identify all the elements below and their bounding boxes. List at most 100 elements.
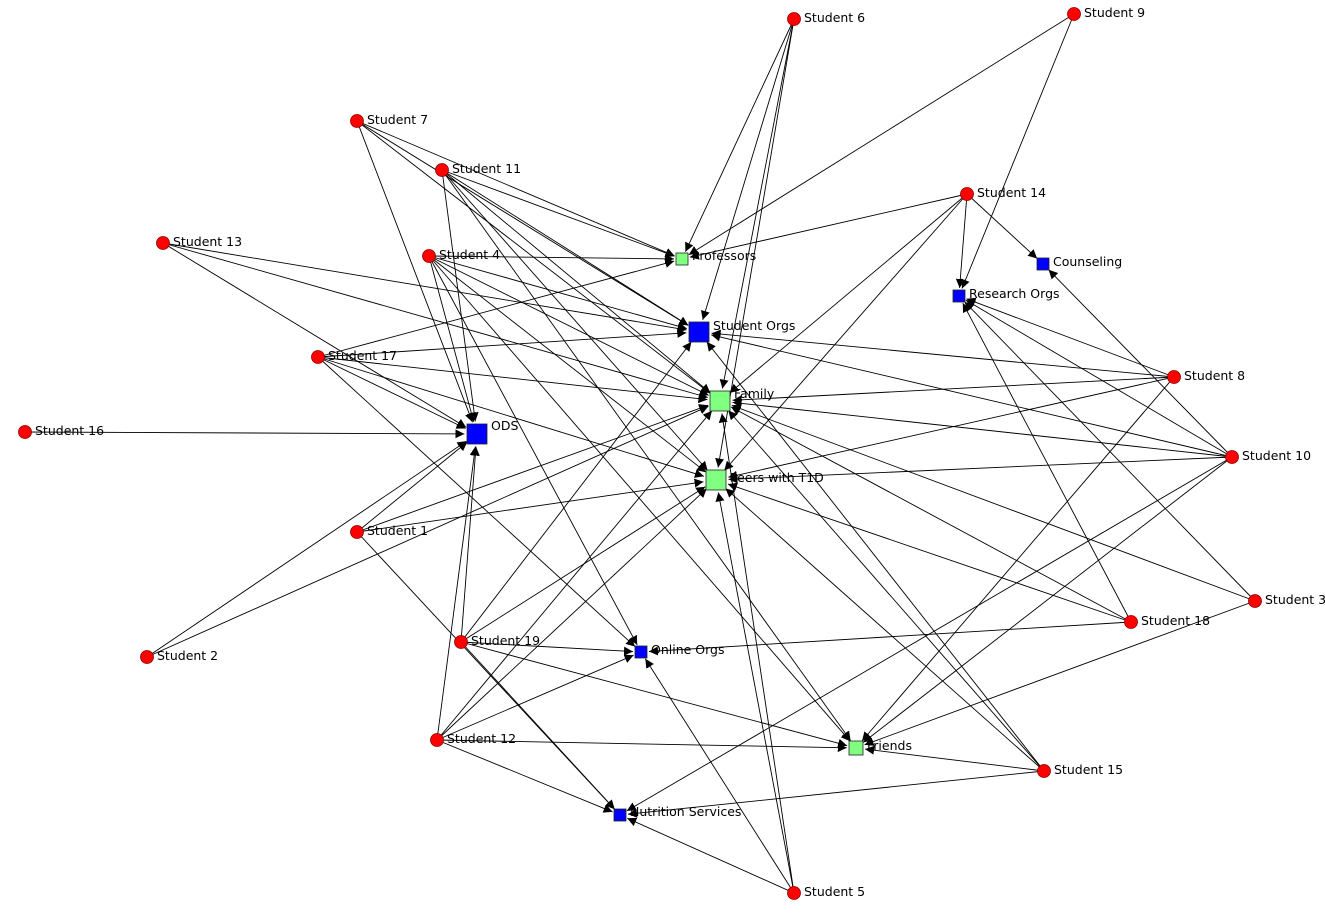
edge-s10-family — [732, 398, 1233, 458]
student-dot[interactable] — [1037, 764, 1051, 778]
resource-square[interactable] — [848, 740, 864, 756]
edge-s15-family — [727, 410, 1045, 772]
resource-node-professors[interactable]: Professors — [675, 248, 756, 266]
student-dot[interactable] — [350, 114, 364, 128]
student-node-s17[interactable]: Student 17 — [311, 348, 398, 364]
student-label: Student 18 — [1141, 613, 1210, 628]
resource-square[interactable] — [613, 808, 627, 822]
student-node-s18[interactable]: Student 18 — [1124, 613, 1211, 629]
student-dot[interactable] — [140, 650, 154, 664]
resource-node-research[interactable]: Research Orgs — [952, 286, 1060, 303]
edge-s2-ods — [146, 440, 467, 658]
student-dot[interactable] — [430, 733, 444, 747]
student-node-s1[interactable]: Student 1 — [350, 523, 429, 539]
edge-s15-friends — [865, 745, 1045, 772]
edge-s11-professors — [441, 169, 675, 258]
student-dot[interactable] — [787, 12, 801, 26]
student-label: Student 17 — [328, 348, 397, 363]
student-node-s9[interactable]: Student 9 — [1067, 5, 1146, 21]
student-label: Student 13 — [173, 234, 242, 249]
resource-square[interactable] — [709, 390, 731, 412]
resource-node-ods[interactable]: ODS — [466, 418, 518, 445]
resource-square[interactable] — [466, 423, 488, 445]
student-dot[interactable] — [156, 236, 170, 250]
resource-square[interactable] — [688, 321, 710, 343]
resource-node-studentorgs[interactable]: Student Orgs — [688, 318, 795, 343]
student-dot[interactable] — [787, 886, 801, 900]
student-dot[interactable] — [18, 425, 32, 439]
student-label: Student 10 — [1242, 448, 1311, 463]
edge-s9-professors — [688, 13, 1075, 256]
student-dot[interactable] — [422, 249, 436, 263]
student-node-s19[interactable]: Student 19 — [454, 633, 541, 649]
student-label: Student 11 — [452, 161, 521, 176]
resource-node-peers[interactable]: Peers with T1D — [705, 469, 824, 491]
edge-s13-ods — [162, 242, 467, 428]
resource-square[interactable] — [634, 645, 648, 659]
student-node-s15[interactable]: Student 15 — [1037, 762, 1124, 778]
resource-node-friends[interactable]: Friends — [848, 738, 912, 756]
edge-s15-peers — [725, 488, 1045, 772]
resource-label: Peers with T1D — [730, 470, 824, 485]
resource-square[interactable] — [1036, 257, 1050, 271]
edge-s19-friends — [460, 641, 848, 748]
student-dot[interactable] — [1124, 615, 1138, 629]
student-node-s6[interactable]: Student 6 — [787, 10, 866, 26]
edge-s12-ods — [436, 446, 479, 741]
student-label: Student 3 — [1265, 592, 1325, 607]
student-dot[interactable] — [435, 163, 449, 177]
student-node-s3[interactable]: Student 3 — [1248, 592, 1325, 608]
resource-node-online[interactable]: Online Orgs — [634, 642, 725, 659]
resource-label: Research Orgs — [969, 286, 1060, 301]
edge-s18-peers — [727, 482, 1132, 623]
edge-s6-professors — [684, 18, 795, 252]
edge-s11-friends — [441, 169, 851, 741]
edge-s14-family — [729, 193, 968, 394]
edge-s4-ods — [428, 255, 476, 422]
edge-s14-professors — [689, 193, 968, 260]
student-node-s2[interactable]: Student 2 — [140, 648, 219, 664]
edge-s15-studentorgs — [706, 341, 1045, 772]
student-label: Student 7 — [367, 112, 428, 127]
student-node-s12[interactable]: Student 12 — [430, 731, 517, 747]
edge-s5-peers — [715, 492, 795, 894]
student-node-s10[interactable]: Student 10 — [1225, 448, 1312, 464]
student-node-s5[interactable]: Student 5 — [787, 884, 866, 900]
edge-s13-studentorgs — [162, 242, 687, 333]
edge-s18-online — [648, 621, 1132, 656]
student-dot[interactable] — [1225, 450, 1239, 464]
student-label: Student 2 — [157, 648, 218, 663]
resource-node-family[interactable]: Family — [709, 386, 775, 412]
resource-square[interactable] — [952, 289, 966, 303]
edge-s14-research — [955, 193, 968, 289]
student-node-s13[interactable]: Student 13 — [156, 234, 243, 250]
student-node-s14[interactable]: Student 14 — [960, 185, 1047, 201]
resource-node-nutrition[interactable]: Nutrition Services — [613, 804, 741, 822]
resource-square[interactable] — [705, 469, 727, 491]
student-dot[interactable] — [1067, 7, 1081, 21]
edge-s1-family — [356, 404, 709, 533]
student-dot[interactable] — [1167, 370, 1181, 384]
student-label: Student 5 — [804, 884, 865, 899]
resource-square[interactable] — [675, 252, 689, 266]
edge-s17-studentorgs — [317, 328, 687, 358]
student-dot[interactable] — [454, 635, 468, 649]
student-node-s4[interactable]: Student 4 — [422, 247, 501, 263]
student-dot[interactable] — [311, 350, 325, 364]
resource-node-counseling[interactable]: Counseling — [1036, 254, 1122, 271]
student-node-s16[interactable]: Student 16 — [18, 423, 105, 439]
student-node-s7[interactable]: Student 7 — [350, 112, 429, 128]
student-dot[interactable] — [1248, 594, 1262, 608]
edge-s4-family — [428, 255, 709, 396]
student-dot[interactable] — [350, 525, 364, 539]
student-node-s8[interactable]: Student 8 — [1167, 368, 1246, 384]
student-node-s11[interactable]: Student 11 — [435, 161, 522, 177]
student-dot[interactable] — [960, 187, 974, 201]
edge-s3-friends — [864, 600, 1256, 746]
edge-s4-online — [428, 255, 638, 646]
edge-s10-peers — [728, 456, 1233, 484]
edge-s4-peers — [428, 255, 707, 473]
resource-label: ODS — [491, 418, 518, 433]
edge-s19-online — [460, 641, 634, 656]
